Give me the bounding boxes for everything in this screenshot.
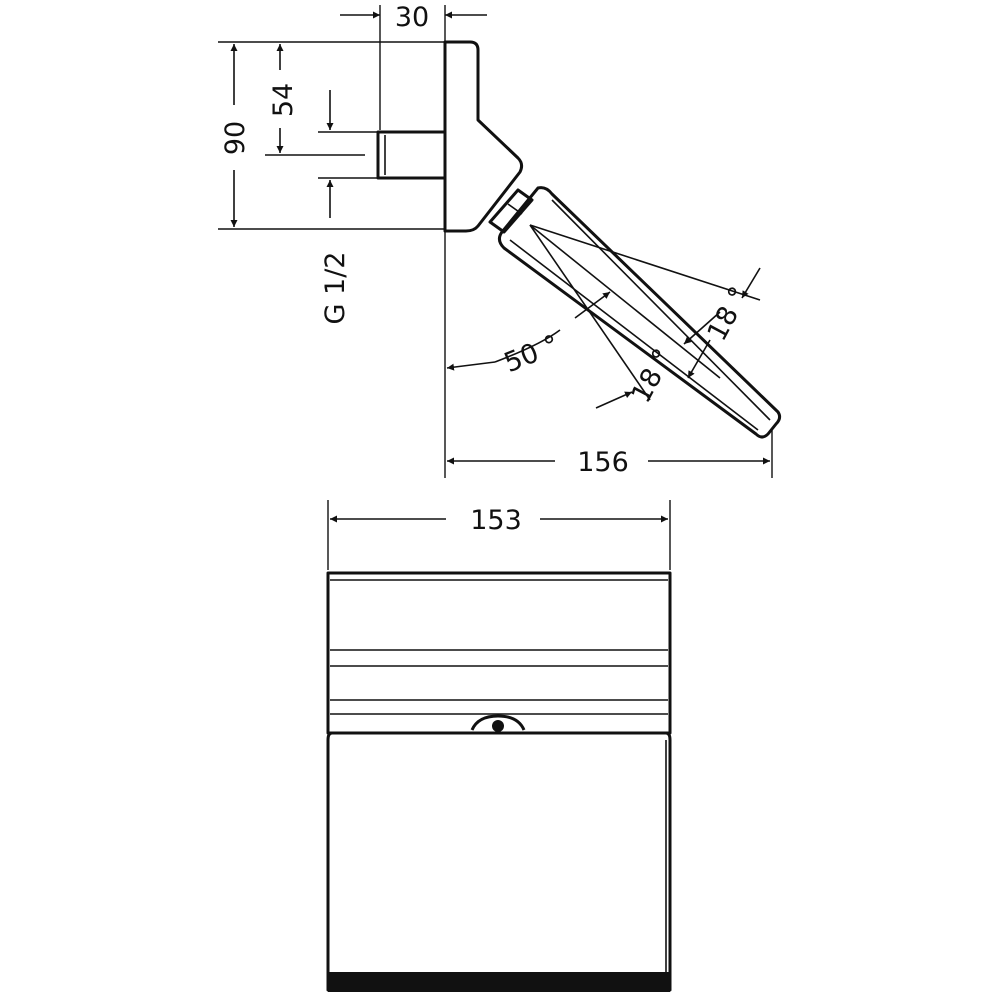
dim-depth-label: 30 xyxy=(395,2,429,33)
thread-label: G 1/2 xyxy=(320,252,351,325)
swivel-knob xyxy=(470,714,526,731)
dim-width-label: 153 xyxy=(470,505,522,536)
wall-mount-body xyxy=(443,40,524,233)
side-view: 30 90 54 G 1/2 50 ° 18 ° 18 ° 156 xyxy=(218,2,782,478)
front-view: 153 xyxy=(326,500,672,992)
dim-total-height-label: 90 xyxy=(220,121,251,155)
inlet-nipple xyxy=(376,130,445,180)
front-shower-head-base xyxy=(328,972,670,992)
angle-tilt-label: 50 ° xyxy=(500,329,564,379)
front-mount-block xyxy=(326,571,672,735)
angle-spray-upper-label: 18 ° xyxy=(702,282,756,346)
shower-head-body xyxy=(497,186,782,439)
dim-inlet-height-label: 54 xyxy=(268,83,299,117)
dim-projection-label: 156 xyxy=(577,447,629,478)
swivel-joint xyxy=(488,188,534,234)
front-shower-head xyxy=(326,731,672,992)
